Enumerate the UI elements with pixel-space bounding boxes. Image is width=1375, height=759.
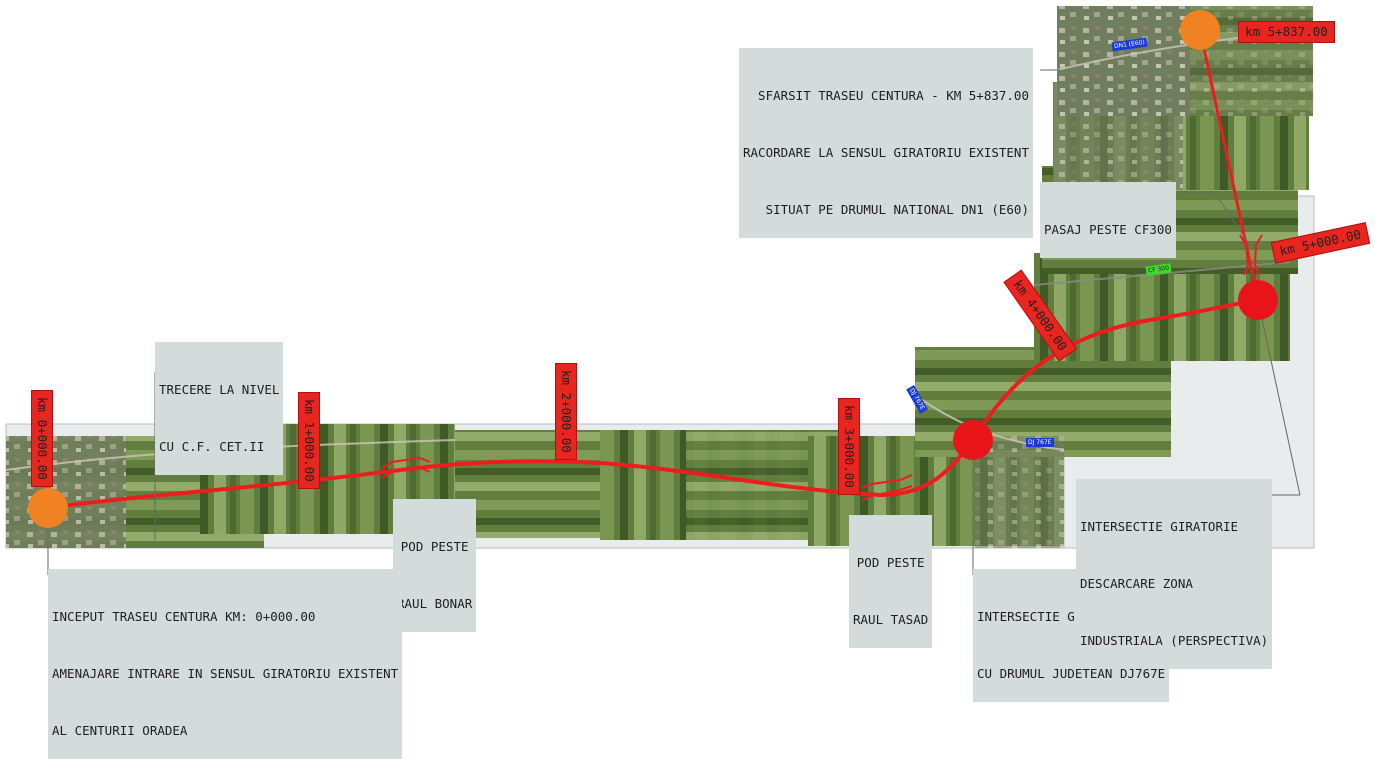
- km-3-label: km 3+000.00: [838, 398, 860, 495]
- end-route-note: SFARSIT TRASEU CENTURA - KM 5+837.00 RAC…: [739, 48, 1033, 238]
- km-1-label: km 1+000.00: [298, 392, 320, 489]
- level-crossing-note: TRECERE LA NIVEL CU C.F. CET.II: [155, 342, 284, 475]
- km-0-label: km 0+000.00: [31, 390, 53, 487]
- overpass-cf300-symbol: [1239, 234, 1263, 276]
- bridge-tasad-line-1: POD PESTE: [856, 555, 925, 570]
- intersection-dj767e-line-2: CU DRUMUL JUDETEAN DJ767E: [977, 666, 1166, 681]
- end-route-line-2: RACORDARE LA SENSUL GIRATORIU EXISTENT: [743, 145, 1029, 160]
- intersection-industrial-note: INTERSECTIE GIRATORIE DESCARCARE ZONA IN…: [1076, 479, 1273, 669]
- start-marker: [28, 488, 68, 528]
- intersection-industrial-line-3: INDUSTRIALA (PERSPECTIVA): [1080, 633, 1269, 648]
- route-line-north: [1198, 29, 1260, 301]
- start-route-line-1: INCEPUT TRASEU CENTURA KM: 0+000.00: [52, 609, 316, 624]
- km-2-label: km 2+000.00: [555, 363, 577, 460]
- intersection-industrial-line-1: INTERSECTIE GIRATORIE: [1080, 519, 1239, 534]
- bridge-tasad-symbol: [861, 474, 913, 501]
- bridge-tasad-note: POD PESTE RAUL TASAD: [849, 515, 933, 648]
- start-route-note: INCEPUT TRASEU CENTURA KM: 0+000.00 AMEN…: [48, 569, 403, 759]
- route-line: [47, 298, 1259, 510]
- level-crossing-line-1: TRECERE LA NIVEL: [159, 382, 280, 397]
- level-crossing-line-2: CU C.F. CET.II: [159, 439, 265, 454]
- roundabout-industrial-marker: [1238, 280, 1278, 320]
- bridge-tasad-line-2: RAUL TASAD: [853, 612, 929, 627]
- bridge-bonar-line-2: RAUL BONAR: [397, 596, 473, 611]
- intersection-industrial-line-2: DESCARCARE ZONA: [1080, 576, 1193, 591]
- end-route-line-3: SITUAT PE DRUMUL NATIONAL DN1 (E60): [765, 202, 1029, 217]
- overpass-note: PASAJ PESTE CF300: [1040, 182, 1176, 258]
- end-marker: [1180, 10, 1220, 50]
- start-route-line-3: AL CENTURII ORADEA: [52, 723, 188, 738]
- dj767e-road-tag-2: DJ 767E: [1026, 438, 1054, 447]
- roundabout-dj767e-marker: [953, 420, 993, 460]
- overpass-line-1: PASAJ PESTE CF300: [1044, 222, 1172, 237]
- km-5837-label: km 5+837.00: [1238, 21, 1335, 43]
- bridge-bonar-symbol: [381, 456, 431, 479]
- end-route-line-1: SFARSIT TRASEU CENTURA - KM 5+837.00: [758, 88, 1029, 103]
- bridge-bonar-note: POD PESTE RAUL BONAR: [393, 499, 477, 632]
- start-route-line-2: AMENAJARE INTRARE IN SENSUL GIRATORIU EX…: [52, 666, 399, 681]
- bridge-bonar-line-1: POD PESTE: [400, 539, 469, 554]
